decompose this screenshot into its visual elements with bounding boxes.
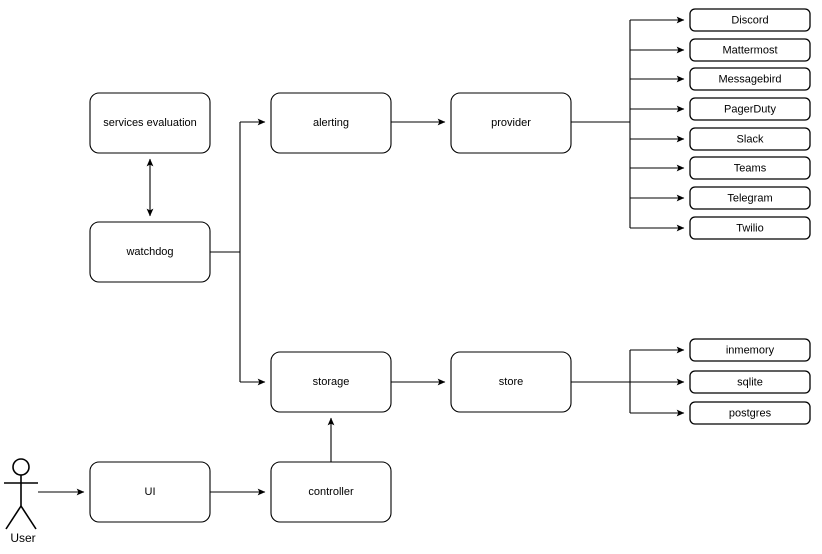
user-actor-label: User — [10, 531, 35, 545]
actor-head-icon — [12, 458, 30, 476]
node-twilio[interactable]: Twilio — [689, 216, 811, 240]
node-watchdog-box[interactable] — [89, 221, 211, 283]
actor-leg-left-icon — [5, 505, 22, 530]
node-services-evaluation[interactable]: services evaluation — [89, 92, 211, 154]
node-storage-box[interactable] — [270, 351, 392, 413]
node-discord-box[interactable] — [689, 8, 811, 32]
node-postgres-box[interactable] — [689, 401, 811, 425]
node-store-box[interactable] — [450, 351, 572, 413]
node-twilio-label: Twilio — [736, 222, 764, 234]
node-services-evaluation-label: services evaluation — [103, 117, 197, 129]
node-pagerduty-label: PagerDuty — [724, 103, 776, 115]
node-storage[interactable]: storage — [270, 351, 392, 413]
node-controller-label: controller — [308, 486, 354, 498]
node-store-label: store — [499, 376, 523, 388]
node-messagebird-label: Messagebird — [719, 73, 782, 85]
node-slack-box[interactable] — [689, 127, 811, 151]
node-telegram-label: Telegram — [727, 192, 772, 204]
node-alerting-box[interactable] — [270, 92, 392, 154]
node-watchdog-label: watchdog — [125, 246, 173, 258]
node-telegram[interactable]: Telegram — [689, 186, 811, 210]
node-controller-box[interactable] — [270, 461, 392, 523]
node-controller[interactable]: controller — [270, 461, 392, 523]
node-slack[interactable]: Slack — [689, 127, 811, 151]
node-twilio-box[interactable] — [689, 216, 811, 240]
node-provider-label: provider — [491, 117, 531, 129]
node-mattermost-label: Mattermost — [722, 44, 777, 56]
node-messagebird-box[interactable] — [689, 67, 811, 91]
node-postgres[interactable]: postgres — [689, 401, 811, 425]
node-mattermost[interactable]: Mattermost — [689, 38, 811, 62]
node-inmemory[interactable]: inmemory — [689, 338, 811, 362]
node-messagebird[interactable]: Messagebird — [689, 67, 811, 91]
node-postgres-label: postgres — [729, 407, 772, 419]
node-alerting-label: alerting — [313, 117, 349, 129]
node-sqlite-label: sqlite — [737, 376, 763, 388]
node-sqlite[interactable]: sqlite — [689, 370, 811, 394]
node-inmemory-label: inmemory — [726, 344, 775, 356]
node-provider-box[interactable] — [450, 92, 572, 154]
node-discord-label: Discord — [731, 14, 768, 26]
node-ui[interactable]: UI — [89, 461, 211, 523]
node-storage-label: storage — [313, 376, 350, 388]
node-inmemory-box[interactable] — [689, 338, 811, 362]
node-teams[interactable]: Teams — [689, 156, 811, 180]
node-pagerduty-box[interactable] — [689, 97, 811, 121]
node-watchdog[interactable]: watchdog — [89, 221, 211, 283]
node-services-evaluation-box[interactable] — [89, 92, 211, 154]
node-pagerduty[interactable]: PagerDuty — [689, 97, 811, 121]
user-actor: User — [4, 458, 38, 545]
node-ui-box[interactable] — [89, 461, 211, 523]
node-store[interactable]: store — [450, 351, 572, 413]
node-mattermost-box[interactable] — [689, 38, 811, 62]
node-slack-label: Slack — [737, 133, 764, 145]
node-sqlite-box[interactable] — [689, 370, 811, 394]
actor-leg-right-icon — [20, 505, 37, 530]
node-discord[interactable]: Discord — [689, 8, 811, 32]
node-ui-label: UI — [145, 486, 156, 498]
node-telegram-box[interactable] — [689, 186, 811, 210]
node-teams-label: Teams — [734, 162, 767, 174]
node-teams-box[interactable] — [689, 156, 811, 180]
node-provider[interactable]: provider — [450, 92, 572, 154]
node-alerting[interactable]: alerting — [270, 92, 392, 154]
